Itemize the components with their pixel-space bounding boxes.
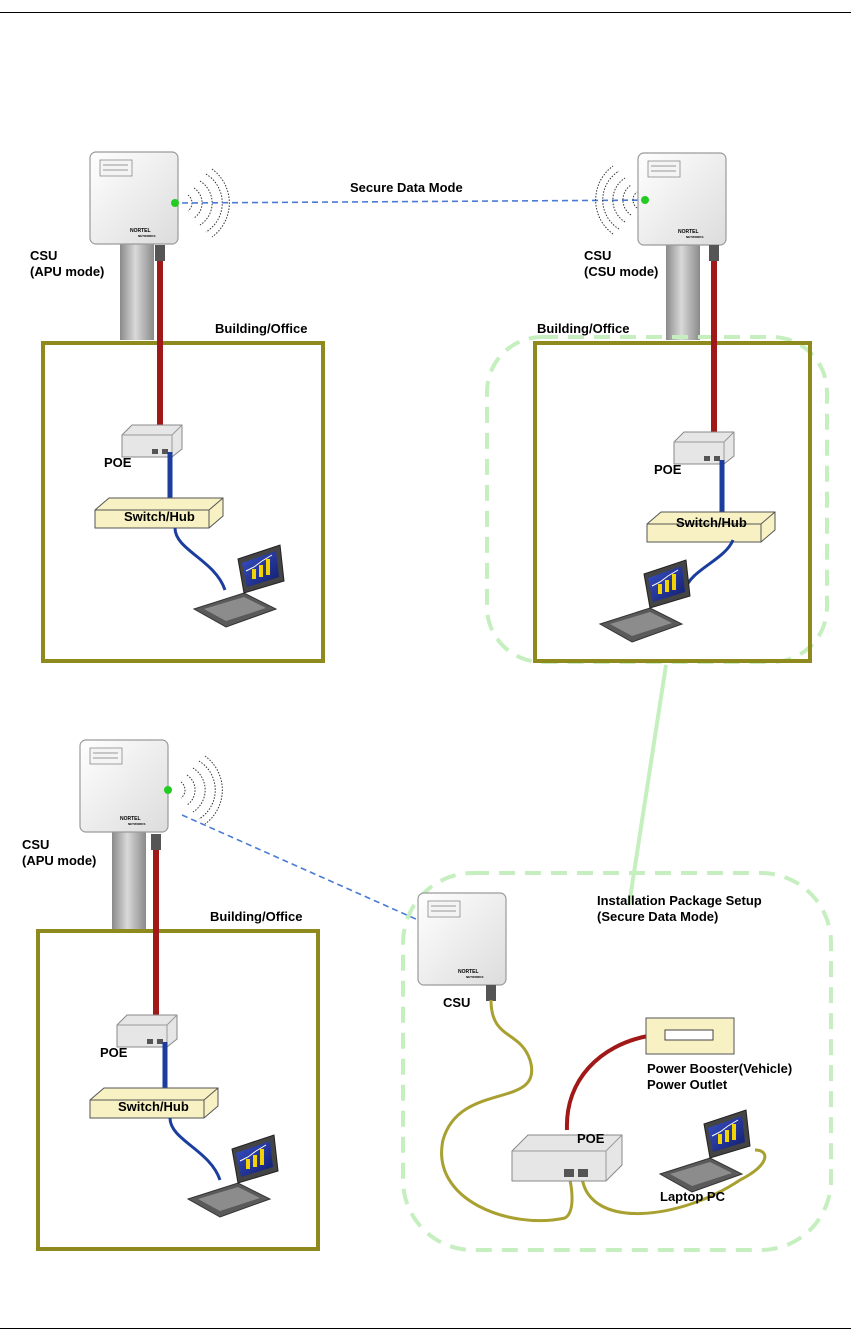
- installation-package: Installation Package Setup (Secure Data …: [403, 873, 831, 1250]
- package-poe: [512, 1135, 622, 1181]
- poe-label: POE: [100, 1045, 128, 1060]
- radio-waves: [181, 756, 222, 824]
- switch-label: Switch/Hub: [676, 515, 747, 530]
- csu-device: [638, 153, 726, 245]
- top-left-site: CSU (APU mode) Building/Office POE Switc…: [30, 152, 323, 661]
- power-cable: [567, 1036, 648, 1130]
- csu-mode-label: (CSU mode): [584, 264, 658, 279]
- power-booster: [646, 1018, 734, 1054]
- power-outlet-label: Power Outlet: [647, 1077, 728, 1092]
- secure-data-link: [182, 200, 664, 203]
- csu-device: [418, 893, 506, 985]
- pole: [112, 830, 146, 930]
- highlight-connector: [629, 665, 666, 905]
- power-booster-label: Power Booster(Vehicle): [647, 1061, 792, 1076]
- poe-label: POE: [654, 462, 682, 477]
- csu-device: [80, 740, 168, 832]
- switch-label: Switch/Hub: [124, 509, 195, 524]
- csu-label: CSU: [584, 248, 611, 263]
- poe-box: [122, 425, 182, 457]
- building-label: Building/Office: [215, 321, 307, 336]
- switch-label: Switch/Hub: [118, 1099, 189, 1114]
- pole: [666, 240, 700, 340]
- package-cable: [442, 1000, 572, 1221]
- building-label: Building/Office: [537, 321, 629, 336]
- poe-box: [117, 1015, 177, 1047]
- laptop-cable: [170, 1118, 220, 1180]
- csu-label: CSU: [443, 995, 470, 1010]
- csu-label: CSU: [30, 248, 57, 263]
- csu-mode-label: (APU mode): [22, 853, 96, 868]
- link-label: Secure Data Mode: [350, 180, 463, 195]
- top-right-site: CSU (CSU mode) Building/Office POE Switc…: [487, 153, 827, 662]
- poe-box: [674, 432, 734, 464]
- bottom-left-site: CSU (APU mode) Building/Office POE Switc…: [22, 740, 318, 1249]
- laptop-icon: [660, 1110, 750, 1192]
- pole: [120, 240, 154, 340]
- poe-label: POE: [577, 1131, 605, 1146]
- package-subtitle: (Secure Data Mode): [597, 909, 718, 924]
- csu-device: [90, 152, 178, 244]
- laptop-icon: [600, 560, 690, 642]
- poe-label: POE: [104, 455, 132, 470]
- package-title: Installation Package Setup: [597, 893, 762, 908]
- laptop-cable: [685, 540, 733, 590]
- building-label: Building/Office: [210, 909, 302, 924]
- csu-mode-label: (APU mode): [30, 264, 104, 279]
- laptop-icon: [188, 1135, 278, 1217]
- laptop-icon: [194, 545, 284, 627]
- status-led: [164, 786, 172, 794]
- status-led: [641, 196, 649, 204]
- laptop-cable: [175, 528, 225, 590]
- laptop-label: Laptop PC: [660, 1189, 726, 1204]
- building-outline: [535, 343, 810, 661]
- status-led: [171, 199, 179, 207]
- csu-label: CSU: [22, 837, 49, 852]
